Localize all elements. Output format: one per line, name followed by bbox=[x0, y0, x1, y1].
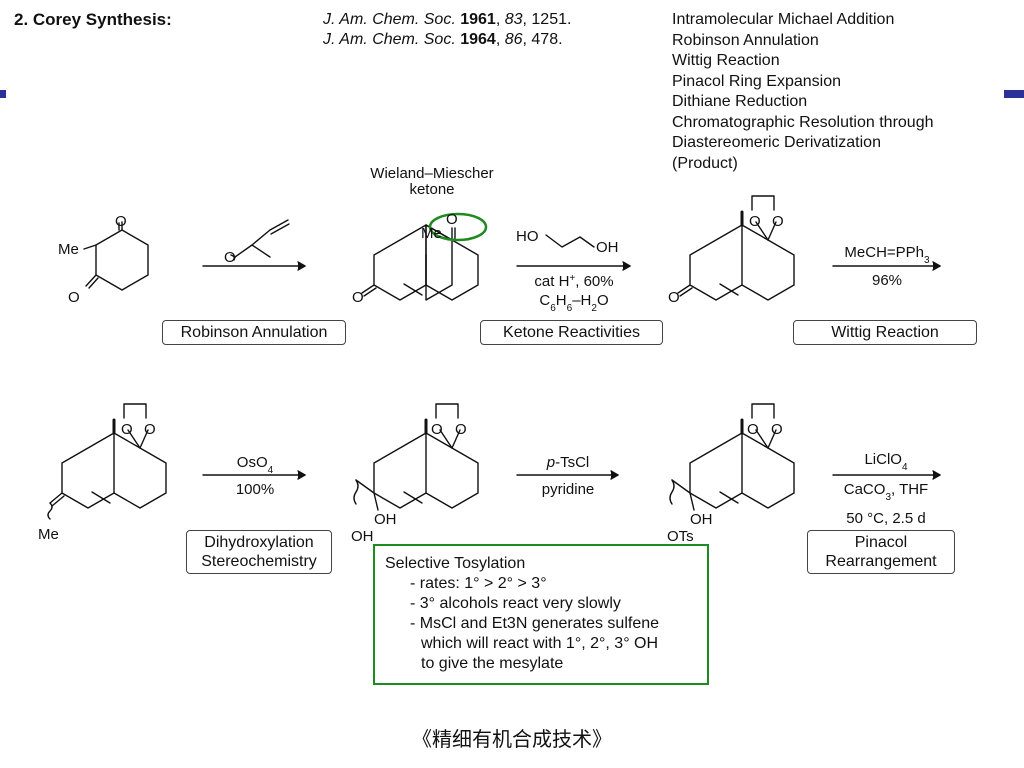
label-wittig-reaction: Wittig Reaction bbox=[793, 320, 977, 345]
compound-tosylate bbox=[669, 403, 795, 511]
footer-caption: 《精细有机合成技术》 bbox=[412, 727, 612, 751]
atom-oh: OH bbox=[596, 239, 619, 256]
label-line: Stereochemistry bbox=[201, 553, 317, 570]
step4-reagent: OsO4 bbox=[237, 454, 274, 476]
concept-item: Intramolecular Michael Addition bbox=[672, 11, 895, 28]
wieland-miescher-name: ketone bbox=[409, 181, 454, 198]
step2-conditions: cat H+, 60% bbox=[534, 273, 613, 291]
atom-me: Me bbox=[38, 526, 59, 543]
concept-item: Diastereomeric Derivatization bbox=[672, 134, 881, 151]
wieland-miescher-name: Wieland–Miescher bbox=[370, 165, 493, 182]
step4-yield: 100% bbox=[236, 481, 274, 498]
ref-year: 1961 bbox=[460, 11, 496, 28]
step5-solvent: pyridine bbox=[542, 481, 595, 498]
ref-journal: J. Am. Chem. Soc. bbox=[323, 11, 456, 28]
atom-o: O bbox=[224, 249, 236, 266]
atom-ho: HO bbox=[516, 228, 539, 245]
label-robinson-annulation: Robinson Annulation bbox=[162, 320, 346, 345]
step5-reagent: p-TsCl bbox=[546, 454, 590, 471]
ref-year: 1964 bbox=[460, 31, 496, 48]
atom-o: O bbox=[446, 211, 458, 228]
right-accent-bar bbox=[1004, 90, 1024, 98]
selective-tosylation-note: Selective Tosylation - rates: 1° > 2° > … bbox=[373, 544, 709, 685]
concept-item: Dithiane Reduction bbox=[672, 93, 808, 110]
atom-o: O bbox=[772, 213, 784, 230]
label-pinacol: Pinacol Rearrangement bbox=[807, 530, 955, 574]
note-line: which will react with 1°, 2°, 3° OH bbox=[421, 635, 659, 652]
concept-item: (Product) bbox=[672, 154, 738, 172]
atom-o: O bbox=[749, 213, 761, 230]
atom-me: Me bbox=[58, 241, 79, 258]
label-line: Pinacol bbox=[854, 534, 908, 551]
concept-item: Pinacol Ring Expansion bbox=[672, 72, 841, 90]
step2-solvent: C6H6–H2O bbox=[539, 292, 608, 314]
step6-reagent: LiClO4 bbox=[864, 451, 908, 473]
atom-o: O bbox=[668, 289, 680, 306]
ref-volume: 86 bbox=[504, 31, 523, 48]
atom-o: O bbox=[121, 421, 133, 438]
compound-alkene bbox=[47, 403, 167, 520]
compound-dione bbox=[83, 221, 149, 291]
step3-yield: 96% bbox=[872, 272, 902, 289]
concept-item: Robinson Annulation bbox=[672, 31, 819, 49]
atom-o: O bbox=[352, 289, 364, 306]
atom-o: O bbox=[144, 421, 156, 438]
left-accent-bar bbox=[0, 90, 6, 98]
reference-2: J. Am. Chem. Soc. 1964, 86, 478. bbox=[323, 31, 563, 48]
step3-reagent: MeCH=PPh3 bbox=[844, 244, 930, 266]
compound-ethylene-glycol bbox=[545, 234, 595, 248]
compound-ketal-enone bbox=[677, 195, 795, 301]
concept-item: Chromatographic Resolution through bbox=[672, 113, 934, 131]
atom-o: O bbox=[747, 421, 759, 438]
compound-wieland-miescher bbox=[361, 224, 479, 301]
note-line: - rates: 1° > 2° > 3° bbox=[410, 575, 547, 592]
label-line: Rearrangement bbox=[825, 553, 937, 570]
label-dihydroxylation: Dihydroxylation Stereochemistry bbox=[186, 530, 332, 574]
atom-o: O bbox=[771, 421, 783, 438]
atom-oh: OH bbox=[351, 528, 374, 545]
atom-o: O bbox=[68, 289, 80, 306]
note-line: - 3° alcohols react very slowly bbox=[410, 595, 621, 612]
ref-volume: 83 bbox=[504, 11, 523, 28]
step6-additive: CaCO3, THF bbox=[844, 481, 928, 503]
note-title: Selective Tosylation bbox=[385, 555, 526, 572]
note-line: - MsCl and Et3N generates sulfene bbox=[410, 615, 660, 632]
ref-page: 478. bbox=[531, 31, 563, 48]
concept-list: Intramolecular Michael Addition Robinson… bbox=[672, 10, 933, 174]
atom-me: Me bbox=[421, 225, 442, 242]
atom-oh: OH bbox=[374, 511, 397, 528]
atom-ots: OTs bbox=[667, 528, 694, 545]
ref-journal: J. Am. Chem. Soc. bbox=[323, 31, 456, 48]
atom-o: O bbox=[431, 421, 443, 438]
label-ketone-reactivities: Ketone Reactivities bbox=[480, 320, 663, 345]
concept-item: Wittig Reaction bbox=[672, 52, 780, 69]
compound-diol bbox=[353, 403, 479, 511]
atom-oh: OH bbox=[690, 511, 713, 528]
highlight-ellipse bbox=[428, 212, 488, 242]
page-title: 2. Corey Synthesis: bbox=[14, 10, 172, 29]
step6-conditions: 50 °C, 2.5 d bbox=[846, 510, 925, 527]
note-line: to give the mesylate bbox=[421, 655, 564, 672]
ref-page: 1251. bbox=[531, 11, 572, 28]
atom-o: O bbox=[455, 421, 467, 438]
references: J. Am. Chem. Soc. 1961, 83, 1251. J. Am.… bbox=[323, 10, 571, 50]
label-line: Dihydroxylation bbox=[204, 534, 314, 551]
compound-mvk bbox=[230, 219, 290, 261]
reference-1: J. Am. Chem. Soc. 1961, 83, 1251. bbox=[323, 11, 572, 28]
atom-o: O bbox=[115, 213, 127, 230]
